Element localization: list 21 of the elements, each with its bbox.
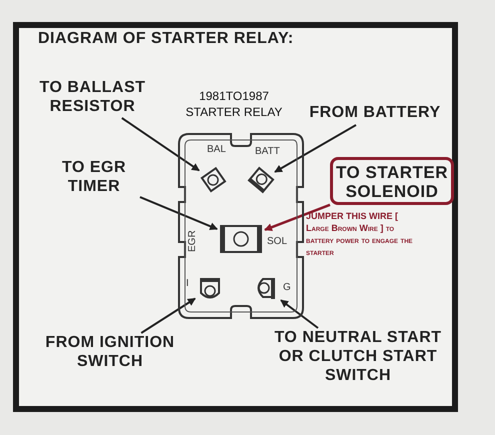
- wire-label: TO NEUTRAL START OR CLUTCH START SWITCH: [273, 328, 443, 386]
- leader-line: [121, 117, 200, 172]
- wire-label: TO BALLAST RESISTOR: [38, 78, 147, 117]
- leader-line: [280, 299, 319, 329]
- callout-box: TO STARTER SOLENOID: [330, 157, 454, 205]
- leader-line: [140, 196, 218, 230]
- leader-line: [274, 124, 356, 173]
- wire-label: TO EGR TIMER: [60, 158, 128, 197]
- terminal-label: G: [283, 282, 291, 293]
- wire-label: FROM IGNITION SWITCH: [44, 333, 176, 372]
- wire-label: FROM BATTERY: [308, 103, 442, 123]
- diagram-title: DIAGRAM OF STARTER RELAY:: [38, 30, 294, 48]
- relay-caption: 1981TO1987 STARTER RELAY: [184, 88, 284, 120]
- terminal-label: SOL: [267, 236, 288, 247]
- note-text: JUMPER THIS WIRE [ Large Brown Wire ] to battery power to engage the starter: [306, 210, 414, 258]
- terminal-label: I: [186, 278, 189, 289]
- terminal-label: BATT: [255, 146, 280, 157]
- leader-line: [264, 204, 330, 231]
- leader-line: [140, 298, 196, 334]
- terminal-label: EGR: [187, 230, 198, 252]
- terminal-label: BAL: [207, 144, 226, 155]
